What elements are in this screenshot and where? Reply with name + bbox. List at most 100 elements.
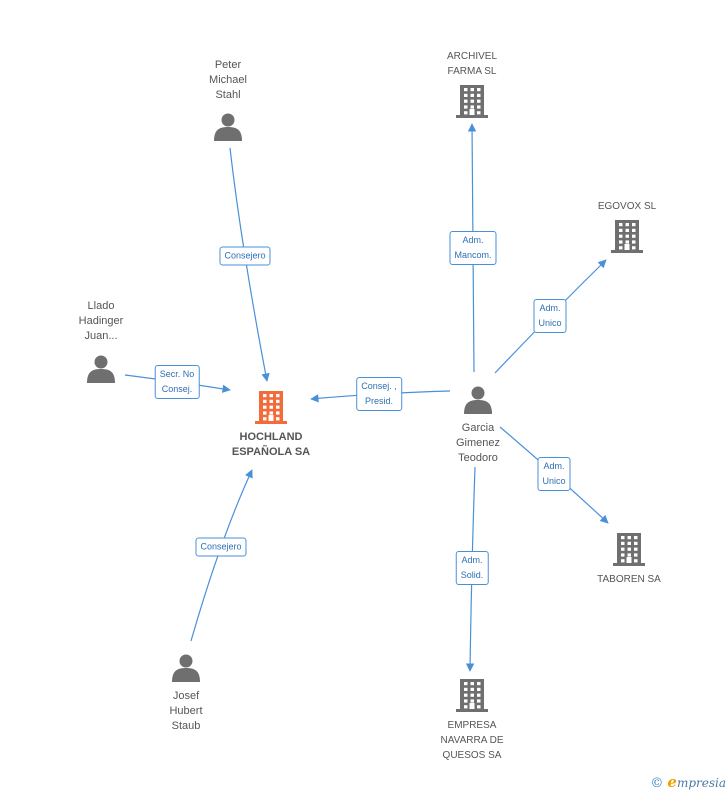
edge-label-line: Unico	[538, 318, 562, 328]
building-window	[621, 559, 625, 563]
building-window	[470, 88, 474, 92]
person-icon-llado[interactable]	[87, 355, 115, 384]
building-window	[464, 682, 468, 686]
building-window	[619, 223, 623, 227]
building-window	[263, 405, 267, 409]
edge-label-garcia-archivel[interactable]: Adm. Mancom.	[449, 231, 497, 265]
building-window	[477, 105, 481, 109]
edge-label-line: Mancom.	[454, 250, 492, 260]
node-label-egovox[interactable]: EGOVOX SL	[598, 199, 656, 214]
building-door	[626, 557, 632, 563]
building-door	[469, 109, 475, 115]
edge-label-line: Adm.	[461, 555, 483, 565]
building-window	[627, 541, 631, 545]
node-label-line: NAVARRA DE	[440, 735, 504, 746]
person-icon-peter[interactable]	[214, 113, 242, 142]
node-label-line: Stahl	[215, 89, 241, 101]
person-icon-josef[interactable]	[172, 654, 200, 683]
person-head	[221, 113, 235, 127]
building-window	[477, 88, 481, 92]
building-door	[268, 415, 274, 421]
node-label-line: HOCHLAND	[239, 431, 303, 443]
building-base	[255, 421, 287, 424]
person-body	[464, 400, 492, 414]
building-window	[263, 411, 267, 415]
building-icon-egovox[interactable]	[611, 220, 643, 253]
edge-label-line: Adm.	[462, 235, 484, 245]
building-window	[634, 547, 638, 551]
building-window	[464, 99, 468, 103]
edge-label-line: Consej. ,	[361, 381, 397, 391]
building-window	[477, 693, 481, 697]
building-window	[263, 394, 267, 398]
person-body	[172, 668, 200, 682]
building-window	[464, 693, 468, 697]
building-window	[263, 417, 267, 421]
building-window	[276, 405, 280, 409]
building-window	[621, 547, 625, 551]
node-label-line: ARCHIVEL	[446, 51, 498, 62]
building-icon-archivel[interactable]	[456, 85, 488, 118]
person-head	[94, 355, 108, 369]
building-window	[619, 234, 623, 238]
edge-label-line: Unico	[542, 476, 566, 486]
building-window	[470, 699, 474, 703]
node-label-archivel[interactable]: ARCHIVEL FARMA SL	[447, 49, 497, 79]
building-window	[477, 682, 481, 686]
edge-label-garcia-taboren[interactable]: Adm.Unico	[537, 457, 571, 491]
building-window	[621, 541, 625, 545]
node-label-line: Hubert	[169, 705, 203, 717]
edge-label-line: Adm.	[539, 303, 561, 313]
building-window	[634, 536, 638, 540]
building-window	[625, 223, 629, 227]
building-window	[464, 687, 468, 691]
nodes-layer	[87, 85, 645, 712]
building-window	[276, 394, 280, 398]
edge-label-garcia-empresa[interactable]: Adm. Solid.	[455, 551, 489, 585]
edge-label-line: Consejero	[224, 250, 266, 261]
building-window	[470, 93, 474, 97]
building-window	[632, 228, 636, 232]
node-label-line: EGOVOX SL	[597, 201, 657, 212]
node-label-line: FARMA SL	[447, 66, 497, 77]
building-base	[456, 115, 488, 118]
edge-label-line: Solid.	[460, 570, 484, 580]
person-icon-garcia[interactable]	[464, 386, 492, 415]
building-icon-empresa[interactable]	[456, 679, 488, 712]
building-base	[611, 250, 643, 253]
building-icon-taboren[interactable]	[613, 533, 645, 566]
node-label-line: Teodoro	[458, 452, 498, 464]
edge-label-josef-hochland[interactable]: Consejero	[195, 537, 247, 557]
building-base	[613, 563, 645, 566]
building-window	[470, 693, 474, 697]
node-label-line: Peter	[214, 59, 242, 71]
copyright-icon: ©	[650, 776, 664, 791]
building-window	[621, 536, 625, 540]
building-window	[464, 93, 468, 97]
edge-label-garcia-egovox[interactable]: Adm. Unico	[533, 299, 567, 333]
building-window	[632, 234, 636, 238]
node-label-line: QUESOS SA	[442, 750, 502, 761]
empresia-brand[interactable]: ©empresia	[650, 773, 726, 791]
building-window	[276, 399, 280, 403]
edge-label-line: Consej.	[161, 384, 193, 394]
node-label-line: Garcia	[461, 422, 495, 434]
edge-label-peter-hochland[interactable]: Consejero	[219, 246, 271, 266]
node-label-line: Gimenez	[455, 437, 501, 449]
edge-label-garcia-hochland[interactable]: Consej. , Presid.	[356, 377, 402, 411]
building-window	[470, 99, 474, 103]
building-window	[627, 547, 631, 551]
node-label-line: Juan...	[84, 330, 118, 342]
building-window	[632, 246, 636, 250]
edge-label-line: Presid.	[364, 396, 393, 406]
node-label-taboren[interactable]: TABOREN SA	[597, 572, 661, 587]
building-icon-hochland[interactable]	[255, 391, 287, 424]
building-window	[477, 687, 481, 691]
